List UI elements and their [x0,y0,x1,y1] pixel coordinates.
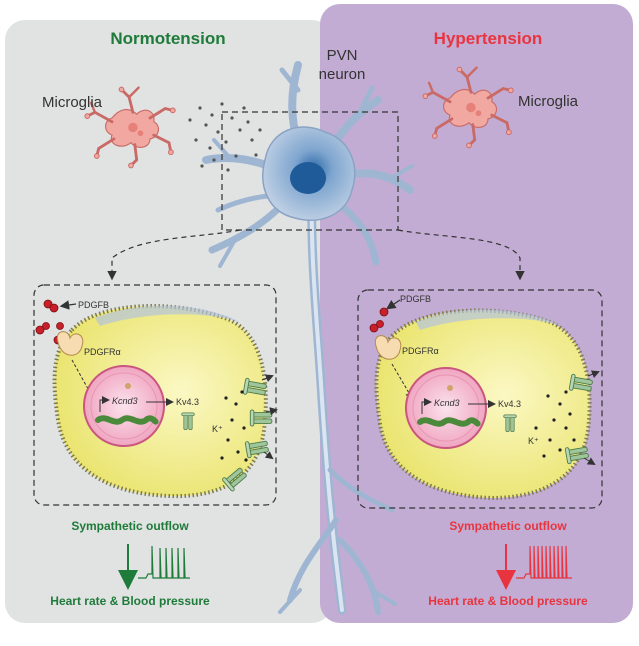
left-microglia-label: Microglia [42,94,103,111]
right-ion-label: K⁺ [528,436,539,446]
pvn-neuron [202,61,414,615]
left-outflow-label: Sympathetic outflow [71,519,189,533]
left-nucleus [83,365,165,447]
left-zoom-connector [107,229,241,281]
right-outcome-label: Heart rate & Blood pressure [428,594,588,608]
neuron-nucleus [290,162,326,194]
left-gene-label: Kcnd3 [112,396,138,406]
normotension-title: Normotension [110,29,225,48]
right-spike-train [516,545,572,579]
right-zoom-panel: PDGFB PDGFRα Kcnd3 Kv4.3 K⁺ [357,289,603,509]
hypertension-title: Hypertension [434,29,543,48]
right-pdgfb-particles [369,307,389,333]
left-channel-label: Kv4.3 [176,397,199,407]
right-pdgfb-label: PDGFB [400,294,431,304]
right-nucleus [405,367,487,449]
right-receptor-label: PDGFRα [402,346,439,356]
pvn-label: PVN [327,47,358,64]
secreted-particles [188,102,262,172]
left-k-ions [220,390,248,462]
left-ion-label: K⁺ [212,424,223,434]
right-microglia-label: Microglia [518,93,579,110]
right-gene-label: Kcnd3 [434,398,460,408]
left-receptor-label: PDGFRα [84,347,121,357]
right-k-ions [534,390,576,458]
left-spike-train [138,545,190,579]
right-outflow-label: Sympathetic outflow [449,519,567,533]
left-outcome-label: Heart rate & Blood pressure [50,594,210,608]
left-zoom-panel: PDGFB PDGFRα Kcnd3 Kv4.3 K⁺ [33,284,278,506]
zoom-region-box [221,111,399,231]
neuron-label: neuron [319,66,366,83]
right-channel-label: Kv4.3 [498,399,521,409]
left-pdgfb-label: PDGFB [78,300,109,310]
